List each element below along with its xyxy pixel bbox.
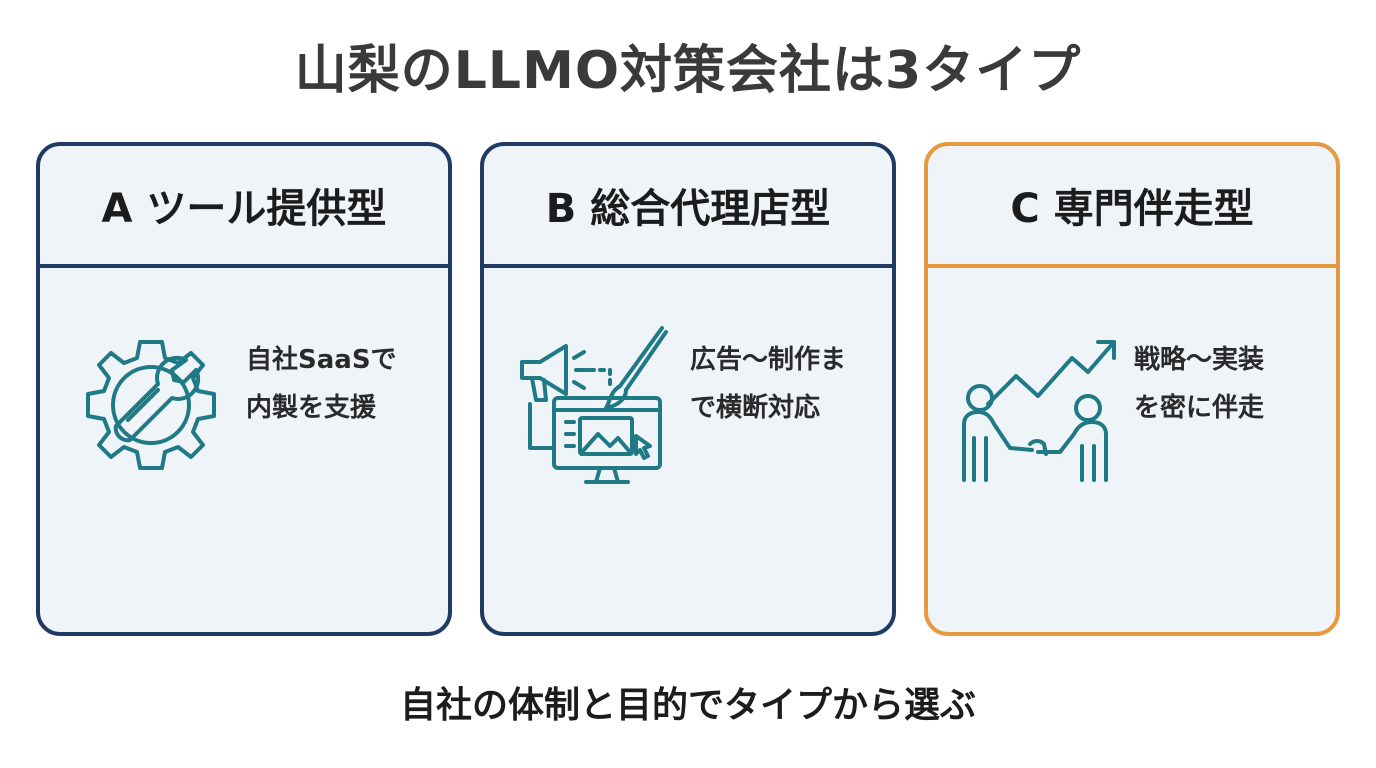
desc-line-2: で横断対応 — [690, 393, 821, 423]
desc-line-2: 内製を支援 — [246, 393, 377, 423]
card-description: 戦略〜実装 を密に伴走 — [1134, 336, 1264, 432]
card-body: 戦略〜実装 を密に伴走 — [928, 268, 1336, 632]
card-body: 広告〜制作ま で横断対応 — [484, 268, 892, 632]
desc-line-1: 広告〜制作ま — [690, 345, 847, 375]
desc-line-1: 戦略〜実装 — [1134, 345, 1265, 375]
card-header: C 専門伴走型 — [928, 146, 1336, 268]
card-description: 広告〜制作ま で横断対応 — [690, 336, 846, 432]
gear-wrench-icon — [86, 340, 216, 470]
desc-line-2: を密に伴走 — [1134, 393, 1265, 423]
card-tool-provider: A ツール提供型 自社SaaSで 内製を支援 — [36, 142, 452, 636]
page-title: 山梨のLLMO対策会社は3タイプ — [294, 41, 1082, 101]
card-header: A ツール提供型 — [40, 146, 448, 268]
card-body: 自社SaaSで 内製を支援 — [40, 268, 448, 632]
megaphone-monitor-icon — [520, 326, 668, 484]
handshake-growth-icon — [962, 340, 1116, 482]
card-general-agency: B 総合代理店型 — [480, 142, 896, 636]
desc-line-1: 自社SaaSで — [246, 345, 397, 375]
card-description: 自社SaaSで 内製を支援 — [246, 336, 397, 432]
card-specialist-partner: C 専門伴走型 戦略〜実装 を密に伴走 — [924, 142, 1340, 636]
card-header: B 総合代理店型 — [484, 146, 892, 268]
footer-caption: 自社の体制と目的でタイプから選ぶ — [399, 685, 976, 726]
